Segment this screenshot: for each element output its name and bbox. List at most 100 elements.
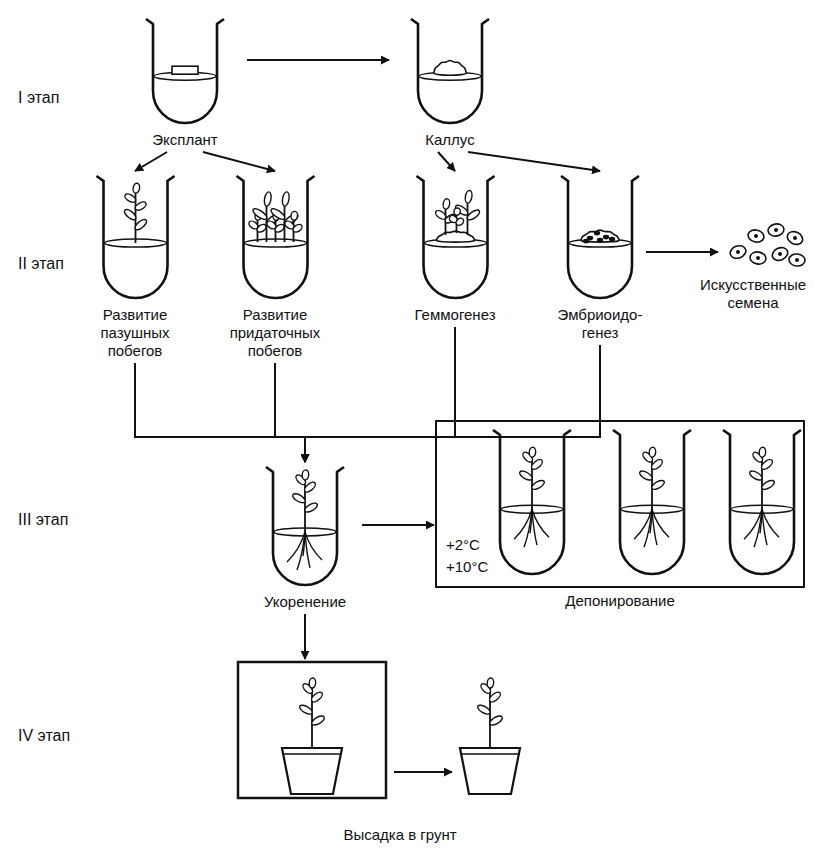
test-tube [613,430,691,574]
flow-arrow [203,152,275,171]
root [760,509,762,533]
leaf [464,190,473,204]
leaf [530,479,545,492]
tube-illustration [78,172,193,300]
explant-tube: Эксплант [125,15,245,149]
test-tube [561,176,639,298]
callus-mass [436,231,474,242]
node-label: Укоренение [250,593,360,611]
leaf [263,191,272,206]
leaf [476,703,491,716]
leaf [309,678,316,689]
root [532,509,549,537]
leaf [310,714,325,727]
leaf [649,447,656,458]
leaf [269,207,286,222]
tube-illustration [250,463,360,587]
leaf [290,211,298,221]
test-tube [236,176,314,298]
test-tube [96,176,174,298]
leaf [442,198,450,209]
embryoid [609,237,615,242]
stage-label: II этап [18,254,64,273]
flow-arrow [135,363,305,462]
leaf [302,470,309,481]
callus-tube: Каллус [390,15,510,149]
gemmogenesis-tube: Геммогенез [398,172,513,324]
leaf [760,479,775,492]
explant-piece [172,66,198,74]
flower-pot [460,748,520,794]
pot-rim [282,753,342,754]
planting-group: Высадка в грунт [230,660,570,844]
temperature-label: +10°C [446,558,488,576]
test-tube [723,430,801,574]
leaf [303,501,318,514]
embryoidogenesis-tube: Эмбриоидо- генез [545,172,655,342]
flow-arrow [305,345,600,462]
test-tube [493,430,571,574]
flow-arrow [438,152,455,171]
node-label: Развитие пазушных побегов [78,306,193,360]
leaf [283,220,295,231]
root [530,509,532,533]
leaf [133,200,147,212]
leaf [518,469,533,482]
test-tube [266,467,344,585]
seeds-label: Искусственные семена [696,276,810,312]
deposit-box: Депонирование [435,420,805,588]
leaf [529,447,536,458]
callus-mass [434,61,466,76]
root [762,509,779,537]
leaf [487,678,494,689]
leaf [132,183,140,194]
root [297,532,305,570]
flow-arrow [275,363,305,462]
node-label: Развитие придаточных побегов [218,306,333,360]
planting-illustration [230,660,570,800]
leaf [251,207,268,222]
leaf [281,191,290,206]
node-label: Эксплант [125,131,245,149]
seeds-arrow [646,251,718,253]
tube-illustration [398,172,513,300]
tube-illustration [218,172,333,300]
leaf [453,203,468,217]
stage-label: IV этап [18,726,70,745]
axillary-shoots-tube: Развитие пазушных побегов [78,172,193,360]
root [652,509,669,537]
leaf [650,479,665,492]
artificial-seeds [728,223,805,267]
node-label: Каллус [390,131,510,149]
embryoid [603,235,609,240]
flow-arrow [247,59,389,61]
leaf [638,469,653,482]
leaf [453,207,461,215]
greenhouse-frame [238,662,386,798]
node-label: Эмбриоидо- генез [545,306,655,342]
flow-arrow [362,524,434,526]
flow-arrow [305,327,455,462]
leaf [247,220,259,231]
leaf [748,469,763,482]
test-tube [416,176,494,298]
flow-arrow [304,614,306,659]
embryoid [594,231,600,236]
test-tube [146,19,224,123]
root [650,509,652,533]
leaf [465,208,480,222]
root [644,509,652,547]
tube-illustration [125,15,245,125]
rooting-tube: Укоренение [250,463,360,611]
seed-embryos [736,228,799,262]
leaf [291,492,306,505]
flow-arrow [468,152,600,171]
leaf [759,447,766,458]
deposit-illustration [437,422,802,585]
tube-illustration [390,15,510,125]
root [303,532,305,556]
root [305,532,322,560]
